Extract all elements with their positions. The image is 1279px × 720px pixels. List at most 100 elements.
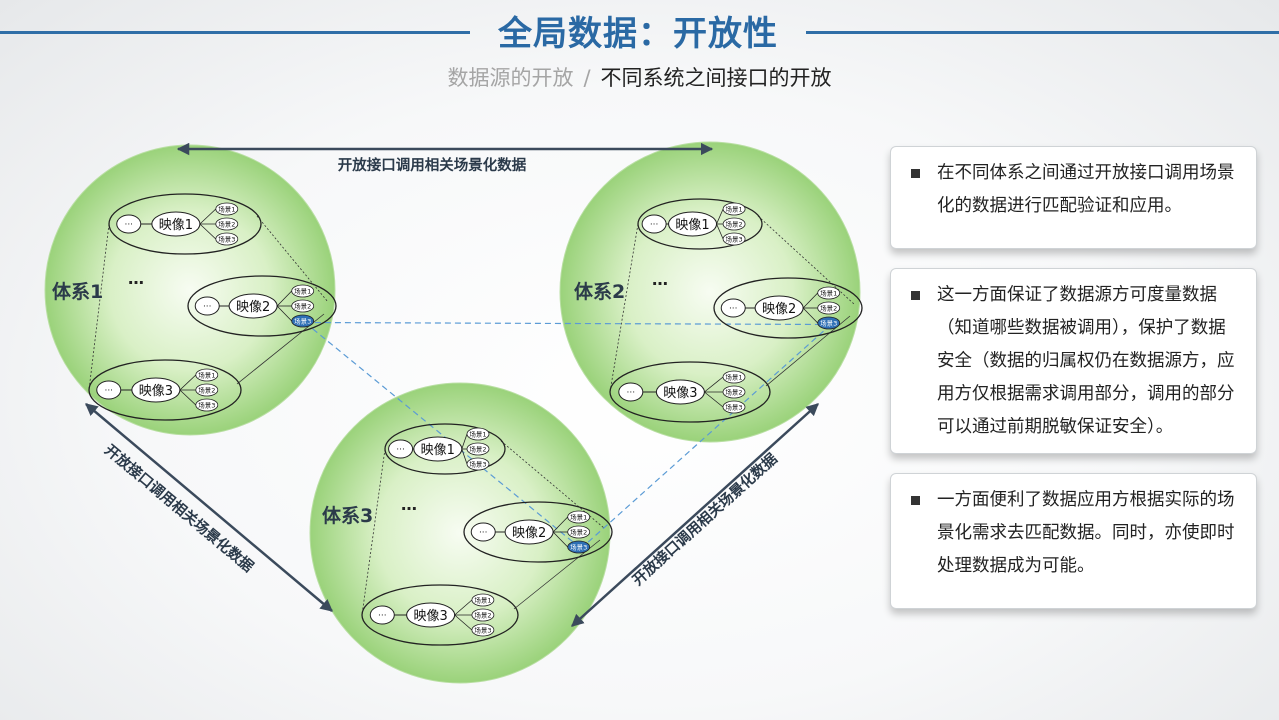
node-connector <box>802 292 818 309</box>
scene-node-label: 场景1 <box>218 205 235 214</box>
node-connector <box>716 208 724 225</box>
system-nodes-1: ···映像1场景1场景2场景3···映像2场景1场景2场景3···映像3场景1场… <box>52 193 337 421</box>
scene-node <box>291 284 315 298</box>
page-title: 全局数据：开放性 <box>498 14 778 54</box>
scene-node-label: 场景2 <box>218 220 235 229</box>
scene-node <box>291 299 315 313</box>
image-group-oval <box>637 198 763 250</box>
scene-node-label: 场景3 <box>294 317 311 326</box>
dots-node-label: ··· <box>396 445 405 455</box>
node-connector <box>199 223 217 240</box>
node-connector <box>802 307 818 324</box>
image-node-label: 映像3 <box>663 386 697 401</box>
scene-node-label: 场景3 <box>469 460 486 469</box>
node-connector <box>454 614 473 631</box>
scene-link-1 <box>304 321 831 326</box>
more-images-ellipsis: … <box>652 270 668 289</box>
scene-node-label: 场景3 <box>725 403 742 412</box>
scene-node <box>817 286 841 300</box>
scene-node-label: 场景3 <box>198 401 215 410</box>
scene-node <box>817 316 841 330</box>
note-box-2: 这一方面保证了数据源方可度量数据（知道哪些数据被调用），保护了数据安全（数据的归… <box>890 268 1257 454</box>
node-connector <box>552 516 568 533</box>
scene-node-label: 场景1 <box>294 287 311 296</box>
title-rule-right <box>806 31 1279 34</box>
dots-node-label: ··· <box>650 220 659 230</box>
scene-node-label: 场景3 <box>570 543 587 552</box>
image-node-label: 映像3 <box>139 384 173 399</box>
title-rule-left <box>0 31 470 34</box>
node-connector <box>276 305 292 322</box>
dots-node-label: ··· <box>479 528 488 538</box>
scene-node <box>466 427 490 441</box>
dots-node-label: ··· <box>104 386 113 396</box>
scene-node <box>466 442 490 456</box>
scene-node-label: 场景2 <box>294 302 311 311</box>
scene-node-label: 场景1 <box>469 430 486 439</box>
node-connector <box>179 374 197 391</box>
system-circle-3 <box>309 382 611 684</box>
scene-node <box>722 385 746 399</box>
node-connector <box>704 376 724 393</box>
scene-node-label: 场景2 <box>820 304 837 313</box>
scene-node <box>722 232 746 246</box>
note-box-3: 一方面便利了数据应用方根据实际的场景化需求去匹配数据。同时，亦使即时处理数据成为… <box>890 473 1257 609</box>
dots-node-label: ··· <box>729 304 738 314</box>
subtitle-data-source: 数据源的开放 <box>447 66 574 90</box>
node-connector <box>461 433 468 450</box>
scene-node-label: 场景2 <box>725 388 742 397</box>
scene-node-label: 场景1 <box>725 373 742 382</box>
node-connector <box>179 389 197 406</box>
scene-node-label: 场景2 <box>469 445 486 454</box>
scene-node <box>215 232 239 246</box>
scene-node <box>466 457 490 471</box>
dots-node-label: ··· <box>203 302 212 312</box>
scene-node <box>195 368 219 382</box>
scene-node <box>722 217 746 231</box>
node-connector <box>552 531 568 548</box>
image-node-label: 映像3 <box>413 609 447 624</box>
scene-node-label: 场景2 <box>198 386 215 395</box>
scene-node-label: 场景1 <box>726 205 743 214</box>
subtitle-interface: 不同系统之间接口的开放 <box>600 66 832 90</box>
more-images-ellipsis: … <box>128 269 144 288</box>
page-subtitle: 数据源的开放/不同系统之间接口的开放 <box>0 62 1279 92</box>
image-group-oval <box>361 584 519 646</box>
projection-line <box>609 223 639 393</box>
system-label-2: 体系2 <box>574 280 625 303</box>
scene-node-label: 场景1 <box>198 371 215 380</box>
scene-node <box>215 217 239 231</box>
node-connector <box>276 290 292 307</box>
note-text-3: 一方面便利了数据应用方根据实际的场景化需求去匹配数据。同时，亦使即时处理数据成为… <box>937 490 1235 576</box>
scene-node-label: 场景1 <box>820 289 837 298</box>
image-group-oval <box>108 193 262 255</box>
scene-node <box>471 593 495 607</box>
scene-node-label: 场景3 <box>474 626 491 635</box>
bullet-square-icon <box>911 291 920 300</box>
scene-node <box>722 370 746 384</box>
scene-node-label: 场景3 <box>820 319 837 328</box>
scene-node-label: 场景3 <box>218 235 235 244</box>
system-label-3: 体系3 <box>322 504 373 527</box>
note-text-2: 这一方面保证了数据源方可度量数据（知道哪些数据被调用），保护了数据安全（数据的归… <box>937 285 1235 437</box>
scene-node <box>195 383 219 397</box>
dots-node-label: ··· <box>627 388 636 398</box>
scene-node <box>215 202 239 216</box>
scene-link-3 <box>580 324 832 549</box>
note-text-1: 在不同体系之间通过开放接口调用场景化的数据进行匹配验证和应用。 <box>937 163 1235 216</box>
image-node-label: 映像2 <box>236 300 270 315</box>
arrow-right <box>571 403 819 627</box>
dots-node-label: ··· <box>378 611 387 621</box>
projection-line <box>256 215 329 303</box>
arrow-label-right: 开放接口调用相关场景化数据 <box>629 449 781 589</box>
node-connector <box>461 448 468 465</box>
image-node-label: 映像1 <box>159 218 193 233</box>
bullet-square-icon <box>911 169 920 178</box>
system-label-1: 体系1 <box>52 280 103 303</box>
node-connector <box>716 223 724 240</box>
image-node-label: 映像1 <box>421 443 455 458</box>
scene-node <box>722 202 746 216</box>
scene-node <box>471 623 495 637</box>
image-node-label: 映像2 <box>512 526 546 541</box>
